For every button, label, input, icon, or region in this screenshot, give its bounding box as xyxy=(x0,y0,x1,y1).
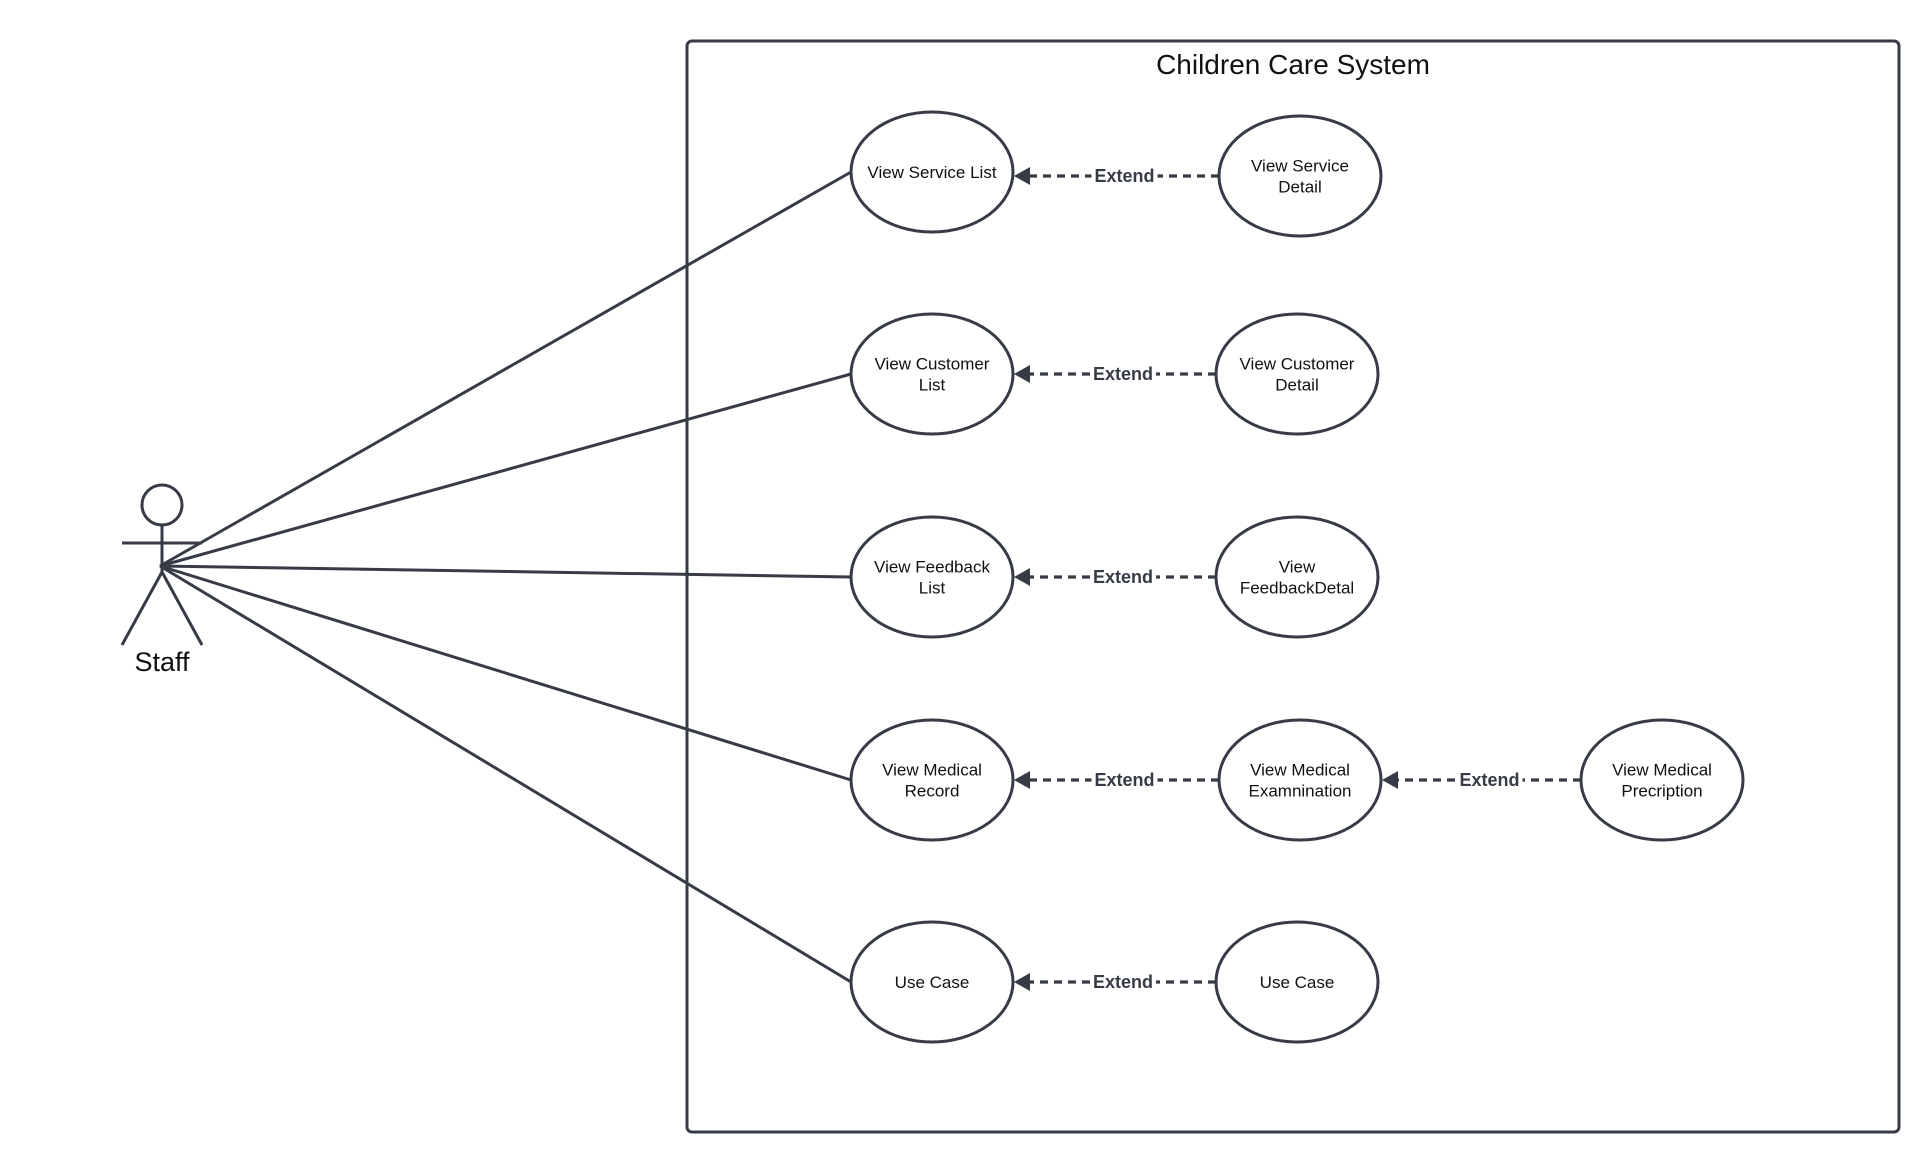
use-case-ellipse xyxy=(849,312,1015,436)
use-case-label: View Service List xyxy=(867,163,996,182)
extend-label-bg xyxy=(1091,164,1158,188)
use-case-use-case-1[interactable]: Use Case xyxy=(849,920,1015,1044)
use-case-ellipse xyxy=(1214,515,1380,639)
use-case-label: Use Case xyxy=(895,973,970,992)
association-medical-record xyxy=(159,564,852,782)
extend-arrowhead xyxy=(1382,771,1398,789)
use-case-ellipse xyxy=(849,110,1015,234)
use-case-label: View Customer xyxy=(1240,355,1355,374)
extend-medical-exam: Extend xyxy=(1014,768,1219,792)
use-case-ellipse xyxy=(1214,920,1380,1044)
extend-service-detail: Extend xyxy=(1014,164,1219,188)
extend-arrowhead xyxy=(1014,365,1030,383)
extend-label: Extend xyxy=(1093,567,1153,587)
actor-head xyxy=(140,483,184,527)
association-customer-list xyxy=(159,372,852,568)
extend-feedback-detail: Extend xyxy=(1014,565,1216,589)
extend-arrowhead xyxy=(1014,167,1030,185)
use-case-label: View Feedback xyxy=(874,558,990,577)
extend-use-case-2: Extend xyxy=(1014,970,1216,994)
use-case-ellipse xyxy=(1217,114,1383,238)
extend-label-bg xyxy=(1090,362,1156,386)
extend-label-bg xyxy=(1091,768,1158,792)
use-case-label: FeedbackDetal xyxy=(1240,579,1354,598)
use-case-label: Use Case xyxy=(1260,973,1335,992)
extend-label-bg xyxy=(1456,768,1523,792)
use-case-label: List xyxy=(919,376,946,395)
use-case-label: View Medical xyxy=(1250,761,1350,780)
extend-label: Extend xyxy=(1459,770,1519,790)
actor-left-leg xyxy=(120,571,164,646)
extend-label: Extend xyxy=(1093,364,1153,384)
extend-label-bg xyxy=(1090,970,1156,994)
actor-label: Staff xyxy=(134,647,190,677)
use-case-ellipse xyxy=(849,515,1015,639)
use-case-label: Detail xyxy=(1278,178,1321,197)
association-service-list xyxy=(159,170,852,568)
use-case-label: Detail xyxy=(1275,376,1318,395)
extend-customer-detail: Extend xyxy=(1014,362,1216,386)
system-title: Children Care System xyxy=(1156,49,1430,80)
extend-arrowhead xyxy=(1014,568,1030,586)
association-lines xyxy=(159,170,852,984)
actor-right-leg xyxy=(160,571,204,646)
association-use-case-1 xyxy=(159,564,852,984)
extend-label: Extend xyxy=(1094,770,1154,790)
use-case-ellipse xyxy=(849,920,1015,1044)
use-case-label: Record xyxy=(905,782,960,801)
extend-label-bg xyxy=(1090,565,1156,589)
extend-medical-prescription: Extend xyxy=(1382,768,1581,792)
association-feedback-list xyxy=(159,564,852,579)
extend-arrowhead xyxy=(1014,771,1030,789)
extend-label: Extend xyxy=(1093,972,1153,992)
use-case-ellipse xyxy=(1217,718,1383,842)
use-case-label: List xyxy=(919,579,946,598)
use-case-label: Precription xyxy=(1621,782,1702,801)
use-case-ellipse xyxy=(1214,312,1380,436)
use-case-label: Examnination xyxy=(1248,782,1351,801)
use-case-label: View Medical xyxy=(882,761,982,780)
use-case-service-list[interactable]: View Service List xyxy=(849,110,1015,234)
use-case-label: View Medical xyxy=(1612,761,1712,780)
use-case-ellipse xyxy=(1579,718,1745,842)
use-case-ellipse xyxy=(849,718,1015,842)
extend-arrowhead xyxy=(1014,973,1030,991)
use-case-label: View Service xyxy=(1251,157,1349,176)
use-case-label: View xyxy=(1279,558,1316,577)
actor-staff[interactable]: Staff xyxy=(120,483,204,677)
extend-label: Extend xyxy=(1094,166,1154,186)
use-case-label: View Customer xyxy=(875,355,990,374)
use-case-use-case-2[interactable]: Use Case xyxy=(1214,920,1380,1044)
